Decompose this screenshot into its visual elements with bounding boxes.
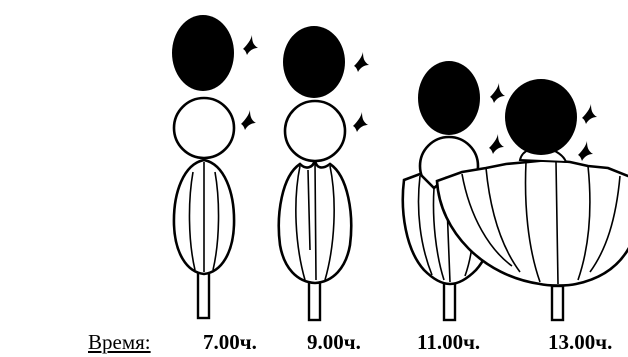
arrow-icon bbox=[582, 104, 597, 124]
time-7-00: 7.00ч. bbox=[203, 330, 257, 354]
stem bbox=[552, 286, 563, 320]
arrow-icon bbox=[578, 141, 593, 161]
flower-head-black bbox=[283, 26, 345, 98]
stem bbox=[198, 270, 209, 318]
flower-head-white bbox=[285, 101, 345, 161]
stem bbox=[309, 280, 320, 320]
time-9-00: 9.00ч. bbox=[307, 330, 361, 354]
arrow-icon bbox=[353, 112, 368, 132]
flower-head-black bbox=[418, 61, 480, 135]
arrow-icon bbox=[243, 35, 258, 55]
time-13-00: 13.00ч. bbox=[548, 330, 612, 354]
arrow-icon bbox=[354, 52, 369, 72]
flower-head-black bbox=[172, 15, 234, 91]
stem bbox=[444, 283, 455, 320]
stage-9-00 bbox=[279, 26, 369, 320]
flower-head-white bbox=[174, 98, 234, 158]
arrow-icon bbox=[241, 110, 256, 130]
time-11-00: 11.00ч. bbox=[417, 330, 480, 354]
arrow-icon bbox=[490, 83, 505, 103]
flower-head-black bbox=[505, 79, 577, 155]
stage-7-00 bbox=[172, 15, 258, 318]
time-label: Время: bbox=[88, 330, 151, 354]
arrow-icon bbox=[489, 134, 504, 154]
